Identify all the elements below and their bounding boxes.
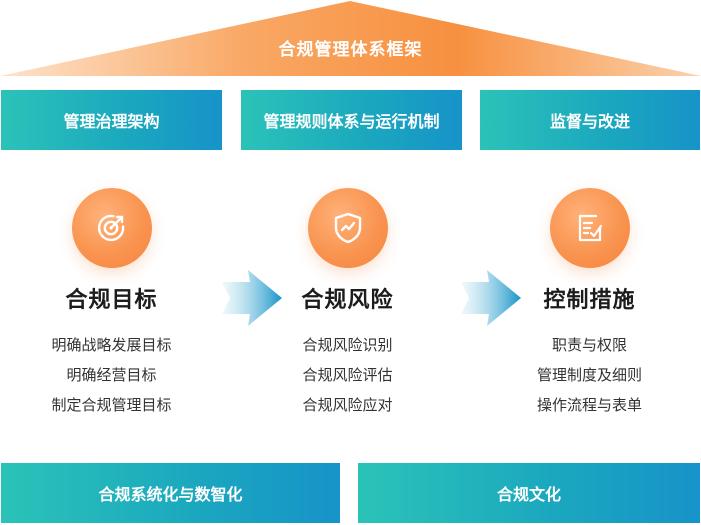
- list-item: 操作流程与表单: [536, 396, 642, 414]
- pillar-rules-mechanism: 管理规则体系与运行机制: [241, 90, 462, 150]
- flow-arrow-icon: [222, 270, 282, 326]
- column-control-measures: 控制措施 职责与权限 管理制度及细则 操作流程与表单: [479, 188, 700, 420]
- foundation-digitalization: 合规系统化与数智化: [1, 463, 340, 523]
- list-item: 合规风险评估: [302, 366, 393, 384]
- column-title: 合规目标: [65, 288, 158, 313]
- list-item: 职责与权限: [551, 336, 627, 354]
- column-compliance-goals: 合规目标 明确战略发展目标 明确经营目标 制定合规管理目标: [1, 188, 222, 420]
- list-item: 制定合规管理目标: [51, 396, 172, 414]
- target-icon: [71, 188, 152, 268]
- list-item: 明确经营目标: [66, 366, 157, 384]
- pillar-supervision: 监督与改进: [480, 90, 700, 150]
- column-title: 控制措施: [543, 288, 636, 313]
- pillar-governance: 管理治理架构: [1, 90, 222, 150]
- list-item: 合规风险识别: [302, 336, 393, 354]
- flow-arrow-icon: [461, 270, 521, 326]
- document-check-icon: [549, 188, 630, 268]
- list-item: 管理制度及细则: [536, 366, 642, 384]
- shield-icon: [307, 188, 388, 268]
- foundation-culture: 合规文化: [358, 463, 700, 523]
- column-compliance-risk: 合规风险 合规风险识别 合规风险评估 合规风险应对: [237, 188, 458, 420]
- list-item: 明确战略发展目标: [51, 336, 172, 354]
- framework-roof: [0, 1, 701, 76]
- framework-title: 合规管理体系框架: [278, 40, 423, 60]
- list-item: 合规风险应对: [302, 396, 393, 414]
- column-title: 合规风险: [301, 288, 394, 313]
